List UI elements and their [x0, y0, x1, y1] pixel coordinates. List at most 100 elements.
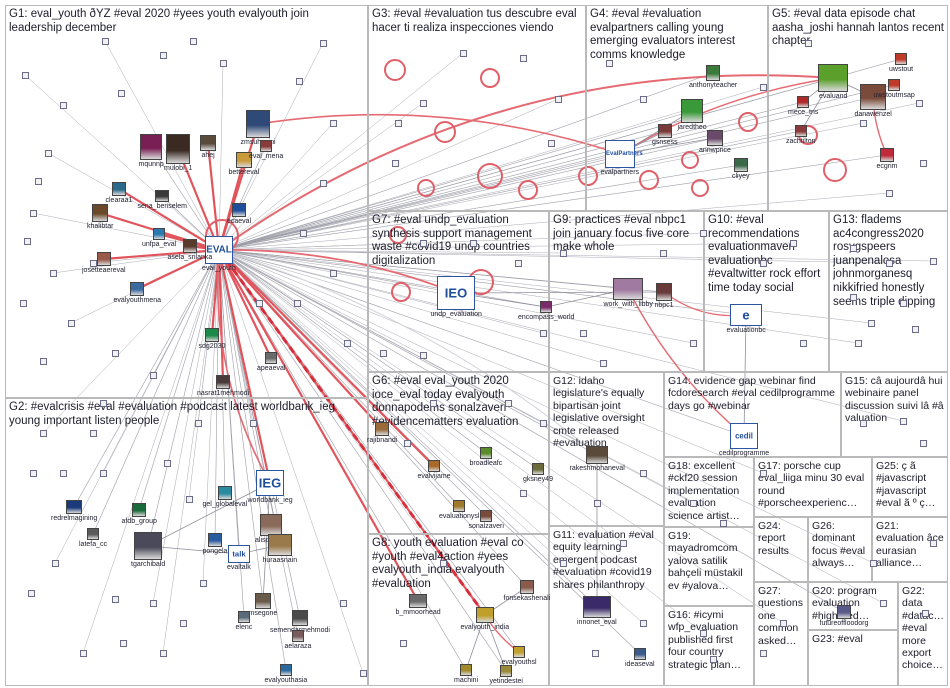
node-marker[interactable]	[395, 120, 402, 127]
node-marker[interactable]	[100, 470, 107, 477]
node-marker[interactable]	[600, 360, 607, 367]
node-marker[interactable]	[164, 460, 171, 467]
node-marker[interactable]	[118, 90, 125, 97]
node-latefa-cc[interactable]	[87, 528, 99, 540]
node-marker[interactable]	[640, 96, 647, 103]
node-marker[interactable]	[700, 230, 707, 237]
node-marker[interactable]	[920, 440, 927, 447]
node-gksney49[interactable]	[532, 463, 544, 475]
node-marker[interactable]	[548, 140, 555, 147]
node-fonsekashenali[interactable]	[520, 580, 534, 594]
node-marker[interactable]	[112, 350, 119, 357]
node-marker[interactable]	[440, 560, 447, 567]
node-evaluationysl[interactable]	[453, 500, 465, 512]
node-zmsuhuyini[interactable]	[246, 110, 270, 138]
node-ecgrim[interactable]	[880, 148, 894, 162]
node-marker[interactable]	[160, 52, 167, 59]
node-undp-evaluation[interactable]: IEO	[437, 276, 475, 310]
node-marker[interactable]	[320, 40, 327, 47]
node-worldbank-ieg[interactable]: IEG	[256, 470, 284, 496]
node-marker[interactable]	[922, 610, 929, 617]
node-marker[interactable]	[640, 470, 647, 477]
node-evalvijame[interactable]	[428, 460, 440, 472]
node-marker[interactable]	[540, 420, 547, 427]
node-broadleafc[interactable]	[480, 447, 492, 459]
node-mece-tns[interactable]	[797, 96, 809, 108]
node-marker[interactable]	[850, 245, 857, 252]
node-marker[interactable]	[30, 210, 37, 217]
node-marker[interactable]	[760, 650, 767, 657]
node-marker[interactable]	[30, 470, 37, 477]
node-bettereval[interactable]	[236, 152, 252, 168]
node-mqunnp[interactable]	[140, 134, 162, 160]
node-marker[interactable]	[420, 100, 427, 107]
node-yetindestei[interactable]	[500, 665, 512, 677]
node-pongela[interactable]	[208, 533, 222, 547]
node-marker[interactable]	[150, 372, 157, 379]
node-marker[interactable]	[886, 190, 893, 197]
node-evaluationbc[interactable]: e	[730, 304, 762, 326]
node-marker[interactable]	[250, 420, 257, 427]
node-ideaseval[interactable]	[634, 648, 646, 660]
node-innonet-eval[interactable]	[583, 596, 611, 618]
node-msegone[interactable]	[255, 593, 271, 609]
node-marker[interactable]	[930, 258, 937, 265]
node-marker[interactable]	[28, 590, 35, 597]
node-marker[interactable]	[45, 150, 52, 157]
node-ecaeval[interactable]	[232, 203, 246, 217]
node-marker[interactable]	[690, 340, 697, 347]
node-work-with-libby[interactable]	[613, 278, 643, 300]
node-marker[interactable]	[180, 620, 187, 627]
node-marker[interactable]	[540, 330, 547, 337]
node-marker[interactable]	[220, 60, 227, 67]
node-marker[interactable]	[592, 650, 599, 657]
node-marker[interactable]	[360, 670, 367, 677]
node-danawenzel[interactable]	[860, 84, 886, 110]
node-gel-globaleval[interactable]	[218, 486, 232, 500]
node-marker[interactable]	[870, 560, 877, 567]
node-marker[interactable]	[22, 72, 29, 79]
node-marker[interactable]	[800, 340, 807, 347]
node-marker[interactable]	[760, 470, 767, 477]
node-evalyouthsl[interactable]	[513, 646, 525, 658]
node-marker[interactable]	[780, 620, 787, 627]
node-marker[interactable]	[460, 50, 467, 57]
node-ahej[interactable]	[200, 135, 216, 151]
node-marker[interactable]	[560, 560, 567, 567]
node-annwprice[interactable]	[707, 130, 723, 146]
node-evalpartners[interactable]: EvalPartners	[605, 140, 643, 168]
node-nbpc1[interactable]	[656, 283, 672, 301]
node-marker[interactable]	[790, 240, 797, 247]
node-marker[interactable]	[900, 418, 907, 425]
node-eval-youth[interactable]: EVAL	[205, 236, 233, 264]
node-marker[interactable]	[860, 420, 867, 427]
node-marker[interactable]	[330, 120, 337, 127]
node-marker[interactable]	[296, 78, 303, 85]
node-marker[interactable]	[640, 620, 647, 627]
node-marker[interactable]	[886, 260, 893, 267]
node-marker[interactable]	[850, 294, 857, 301]
node-marker[interactable]	[760, 84, 767, 91]
node-marker[interactable]	[40, 358, 47, 365]
node-marker[interactable]	[68, 320, 75, 327]
node-asela-srilanka[interactable]	[183, 239, 197, 253]
node-marker[interactable]	[150, 600, 157, 607]
node-marker[interactable]	[80, 650, 87, 657]
node-marker[interactable]	[520, 490, 527, 497]
node-encompass-world[interactable]	[540, 301, 552, 313]
node-marker[interactable]	[912, 326, 919, 333]
node-jaredtheo[interactable]	[681, 99, 703, 123]
node-marker[interactable]	[256, 300, 263, 307]
node-sdg2030[interactable]	[205, 328, 219, 342]
node-marker[interactable]	[620, 540, 627, 547]
node-marker[interactable]	[690, 500, 697, 507]
node-alison-ieg[interactable]	[260, 514, 282, 536]
node-evalyouthasia[interactable]	[280, 664, 292, 676]
node-elenc[interactable]	[238, 611, 250, 623]
node-futureoffloodorg[interactable]	[837, 605, 851, 619]
node-marker[interactable]	[120, 640, 127, 647]
node-marker[interactable]	[515, 260, 522, 267]
node-marker[interactable]	[855, 340, 862, 347]
node-marker[interactable]	[102, 38, 109, 45]
node-marker[interactable]	[930, 540, 937, 547]
